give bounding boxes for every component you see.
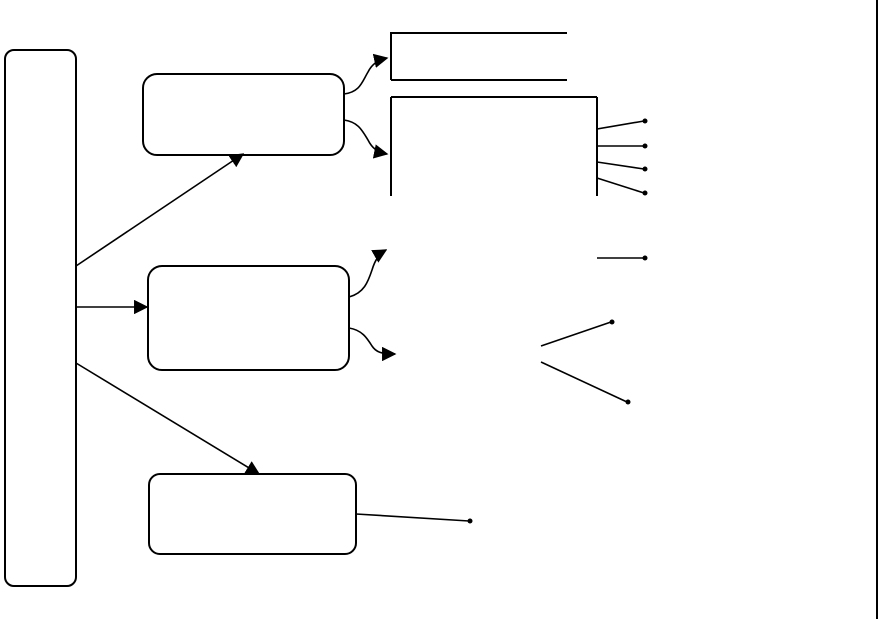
branch-3-line — [355, 513, 470, 522]
branch-node-2 — [147, 265, 350, 371]
fan-dot-3 — [642, 166, 648, 172]
fan-line-3 — [596, 161, 645, 170]
curved-arrow-branch-2-lower — [348, 327, 397, 362]
diverge-line-lower — [540, 361, 628, 403]
fan-line-1 — [596, 120, 645, 130]
curved-arrow-branch-2-upper — [348, 249, 388, 298]
fan-dot-2 — [642, 143, 648, 149]
branch-node-1 — [142, 73, 345, 156]
diverge-dot-lower — [625, 399, 631, 405]
fan-dot-1 — [642, 118, 648, 124]
diverge-dot-upper — [609, 319, 615, 325]
curved-arrow-branch-1-upper — [343, 53, 389, 95]
single-dot-mid — [642, 255, 648, 261]
curved-arrow-branch-1-lower — [343, 119, 389, 159]
branch-3-dot — [467, 518, 473, 524]
arrow-root-to-branch-3 — [75, 362, 261, 475]
arrow-root-to-branch-1 — [75, 153, 245, 267]
root-node — [4, 49, 77, 587]
diverge-line-upper — [540, 321, 612, 347]
fan-dot-4 — [642, 190, 648, 196]
branch-node-3 — [148, 473, 357, 555]
fan-line-4 — [596, 177, 645, 194]
